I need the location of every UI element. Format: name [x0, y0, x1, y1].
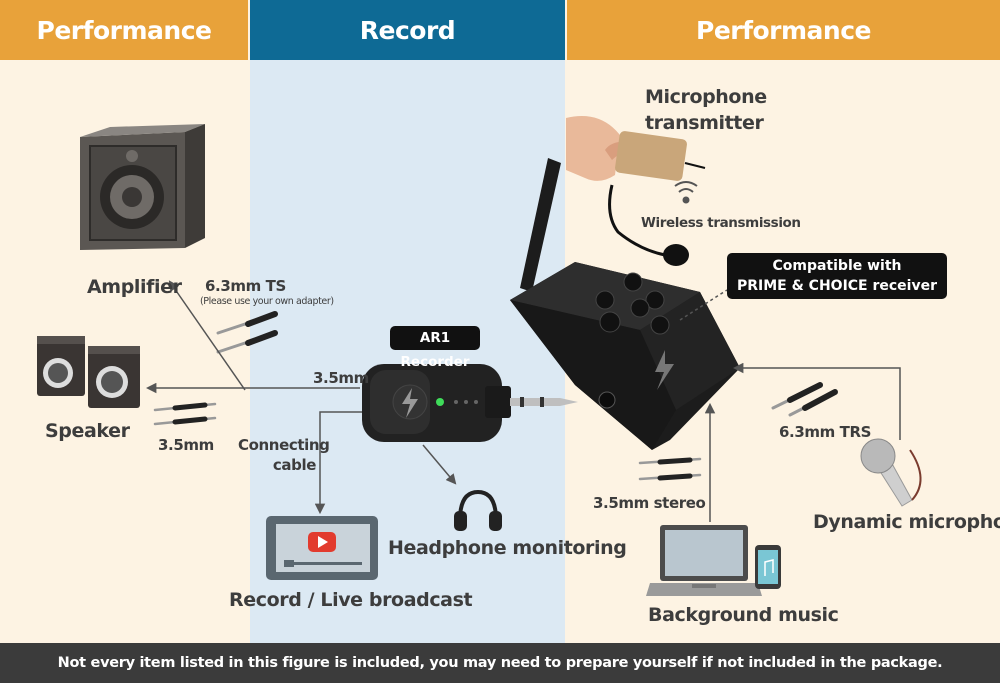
amplifier-icon: [80, 124, 205, 250]
diagram-illustrations: [37, 116, 922, 596]
35mm-label-bottom: 3.5mm: [158, 436, 214, 454]
35mm-stereo-cable-icon: [638, 457, 702, 481]
antenna-icon: [520, 158, 561, 292]
microphone-transmitter-label: Microphone transmitter: [645, 86, 767, 134]
receiver-icon: [510, 262, 740, 450]
adapter-note: (Please use your own adapter): [200, 296, 334, 307]
ts-cable-icon: [216, 311, 278, 354]
speaker-label: Speaker: [45, 420, 130, 442]
header-performance-left: Performance: [0, 0, 248, 60]
record-live-broadcast-label: Record / Live broadcast: [229, 589, 473, 611]
dynamic-microphone-icon: [860, 438, 922, 507]
laptop-icon: [646, 525, 762, 596]
headset-mic-icon: [663, 244, 689, 266]
dynamic-microphone-label: Dynamic microphone: [813, 511, 1000, 533]
header-record: Record: [250, 0, 565, 60]
header-performance-right: Performance: [567, 0, 1000, 60]
trs-cable-label: 6.3mm TRS: [779, 423, 872, 441]
left-performance-panel: [0, 0, 250, 643]
ts-cable-label: 6.3mm TS: [205, 277, 286, 295]
35mm-stereo-label: 3.5mm stereo: [593, 494, 706, 512]
35mm-cable-icon-left: [153, 402, 217, 426]
tablet-icon: [266, 516, 378, 580]
phone-icon: [755, 545, 781, 589]
trs-cable-icon: [771, 382, 838, 417]
amplifier-label: Amplifier: [87, 276, 182, 298]
headphone-monitoring-label: Headphone monitoring: [388, 537, 627, 559]
connecting-cable-label: Connecting cable: [238, 436, 330, 474]
background-music-label: Background music: [648, 604, 839, 626]
ar1-recorder-label: AR1 Recorder: [390, 326, 480, 370]
speaker-icon: [37, 336, 140, 408]
microphone-transmitter-icon: [566, 116, 706, 181]
compatible-receiver-label: Compatible with PRIME & CHOICE receiver: [727, 253, 947, 299]
ar1-recorder-icon: [362, 364, 578, 442]
headphones-icon: [454, 489, 502, 531]
wireless-icon: [674, 181, 698, 204]
wireless-transmission-label: Wireless transmission: [641, 215, 801, 231]
35mm-label-top: 3.5mm: [313, 369, 369, 387]
footer-disclaimer: Not every item listed in this figure is …: [0, 643, 1000, 683]
